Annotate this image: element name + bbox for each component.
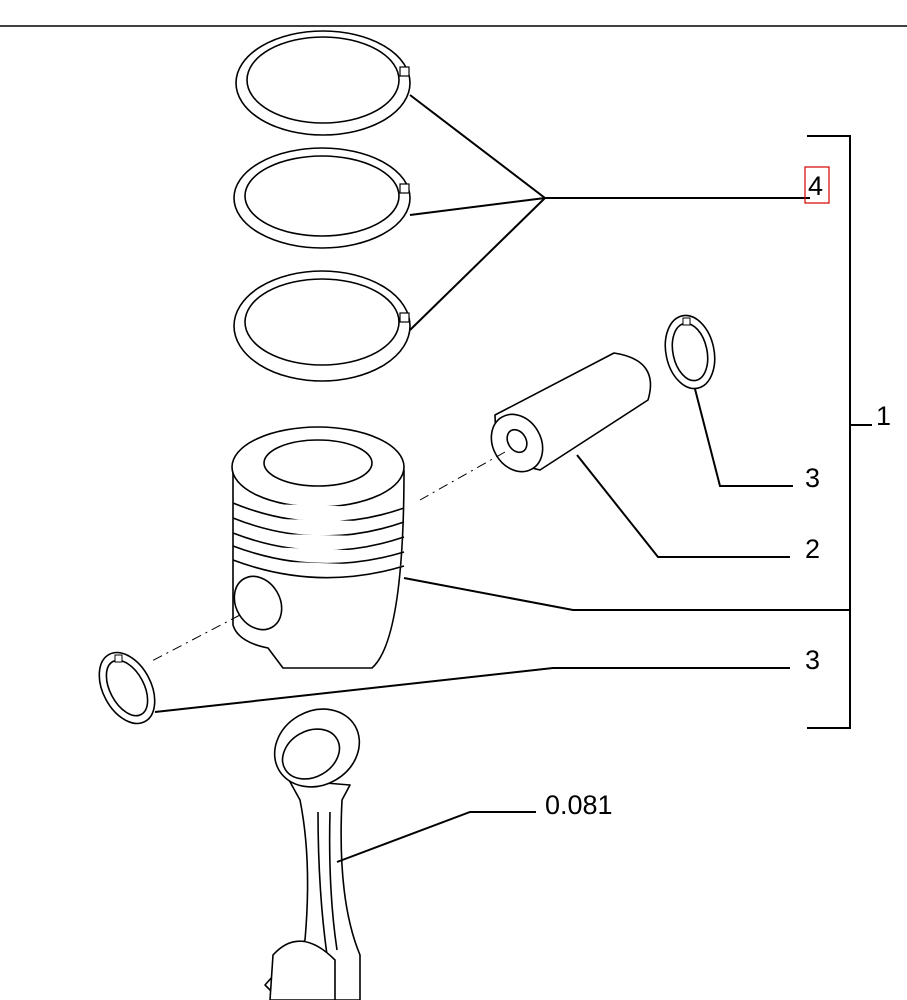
callout-label-3-upper: 3 xyxy=(805,463,820,493)
pin-axis-lower xyxy=(149,614,241,663)
snap-ring-upper xyxy=(664,314,716,390)
piston-ring-middle xyxy=(233,147,411,249)
piston-ring-top xyxy=(235,30,411,136)
group-bracket xyxy=(807,135,851,729)
callout-label-3-lower: 3 xyxy=(805,645,820,675)
connecting-rod xyxy=(264,708,361,1000)
callout-label-rod: 0.081 xyxy=(545,790,613,820)
callout-label-4: 4 xyxy=(808,171,823,201)
ring-leader-lines xyxy=(409,94,810,331)
piston-pin xyxy=(490,352,652,473)
leader-snap-ring-upper xyxy=(694,388,793,487)
piston-ring-bottom xyxy=(233,270,411,382)
snap-ring-lower xyxy=(98,651,156,725)
leader-piston xyxy=(403,577,850,611)
piston xyxy=(231,426,405,669)
leader-connecting-rod xyxy=(336,811,536,863)
callout-highlight-box xyxy=(804,166,830,204)
pin-axis-upper xyxy=(419,451,506,501)
callout-label-2: 2 xyxy=(805,534,820,564)
callout-label-1: 1 xyxy=(876,401,891,431)
leader-snap-ring-lower xyxy=(154,667,790,713)
leader-pin xyxy=(576,454,790,558)
